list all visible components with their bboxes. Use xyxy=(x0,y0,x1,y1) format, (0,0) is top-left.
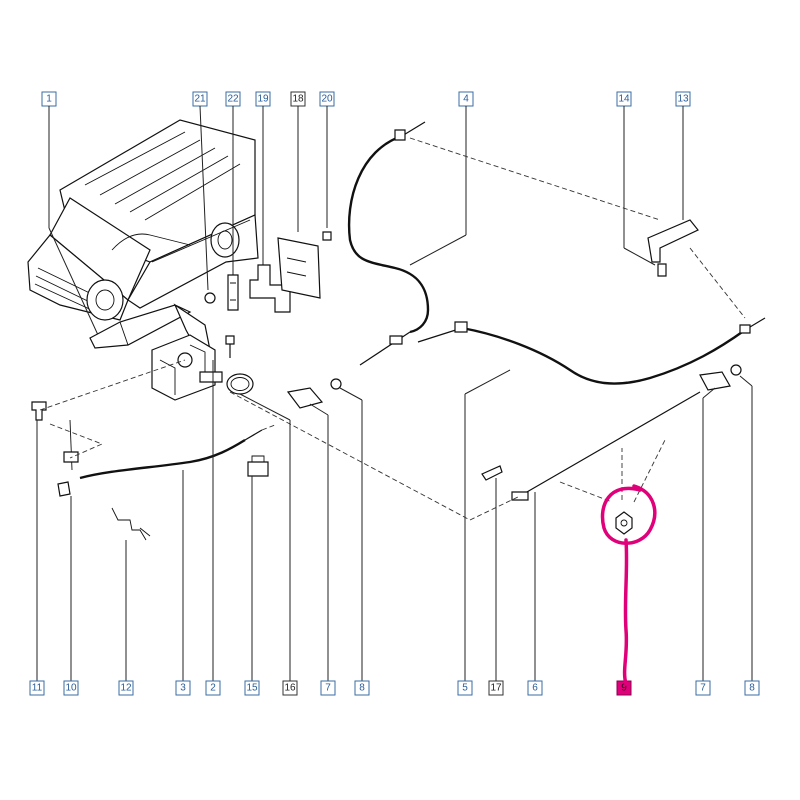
svg-text:15: 15 xyxy=(246,683,258,694)
rear-cable-5 xyxy=(417,317,766,385)
magenta-highlight-annotation xyxy=(600,484,657,686)
pin-17 xyxy=(481,465,503,481)
rear-cable-6 xyxy=(511,391,701,501)
svg-text:4: 4 xyxy=(463,94,469,105)
bracket-7b xyxy=(699,371,731,391)
svg-text:22: 22 xyxy=(227,94,239,105)
svg-text:8: 8 xyxy=(359,683,365,694)
svg-text:19: 19 xyxy=(257,94,269,105)
svg-text:6: 6 xyxy=(532,683,538,694)
svg-text:18: 18 xyxy=(292,94,304,105)
handbrake-lever-assembly xyxy=(89,303,223,401)
clip-15 xyxy=(247,461,269,477)
callout-13[interactable]: 13 xyxy=(675,91,691,107)
callout-6[interactable]: 6 xyxy=(527,680,543,696)
nut-21 xyxy=(204,292,216,304)
svg-text:7: 7 xyxy=(700,683,706,694)
van-illustration xyxy=(27,119,259,321)
svg-text:11: 11 xyxy=(32,683,43,694)
callout-1[interactable]: 1 xyxy=(41,91,57,107)
bracket-19 xyxy=(249,264,291,313)
svg-text:13: 13 xyxy=(677,94,689,105)
clip-10 xyxy=(57,481,71,497)
callout-14[interactable]: 14 xyxy=(616,91,632,107)
callout-8-left[interactable]: 8 xyxy=(354,680,370,696)
bottom-callout-group: 11 10 12 3 2 15 16 7 xyxy=(29,680,760,696)
top-callout-group: 1 21 22 19 18 20 xyxy=(41,91,691,336)
spacer-22 xyxy=(227,274,239,311)
callout-16[interactable]: 16 xyxy=(282,680,298,696)
callout-22[interactable]: 22 xyxy=(225,91,241,107)
callout-7-left[interactable]: 7 xyxy=(320,680,336,696)
svg-text:1: 1 xyxy=(46,94,52,105)
callout-5[interactable]: 5 xyxy=(457,680,473,696)
nut-8a xyxy=(330,378,342,390)
svg-text:12: 12 xyxy=(120,683,132,694)
callout-21[interactable]: 21 xyxy=(192,91,208,107)
highlight-leader xyxy=(622,538,629,686)
svg-text:3: 3 xyxy=(180,683,186,694)
callout-19[interactable]: 19 xyxy=(255,91,271,107)
bracket-7a xyxy=(286,387,324,409)
screw-lever xyxy=(225,335,235,345)
svg-text:21: 21 xyxy=(194,94,206,105)
svg-text:7: 7 xyxy=(325,683,331,694)
nut-8b xyxy=(730,364,742,376)
svg-text:5: 5 xyxy=(462,683,468,694)
callout-7-right[interactable]: 7 xyxy=(695,680,711,696)
svg-text:8: 8 xyxy=(749,683,755,694)
plate-18 xyxy=(277,237,321,299)
screw-20 xyxy=(322,231,332,241)
rear-cable-4 xyxy=(347,121,430,366)
svg-text:14: 14 xyxy=(618,94,630,105)
svg-text:2: 2 xyxy=(210,683,216,694)
bolt-11 xyxy=(31,401,47,421)
callout-20[interactable]: 20 xyxy=(319,91,335,107)
callout-15[interactable]: 15 xyxy=(244,680,260,696)
svg-text:17: 17 xyxy=(490,683,502,694)
callout-3[interactable]: 3 xyxy=(175,680,191,696)
highlight-circle xyxy=(600,484,657,545)
callout-12[interactable]: 12 xyxy=(118,680,134,696)
assembly-dashed-lines xyxy=(39,137,746,521)
callout-4[interactable]: 4 xyxy=(458,91,474,107)
front-cable-3 xyxy=(63,419,263,480)
spring-12 xyxy=(111,507,147,541)
svg-text:9: 9 xyxy=(621,683,627,694)
bracket-13 xyxy=(647,219,699,263)
svg-text:16: 16 xyxy=(284,683,296,694)
callout-11[interactable]: 11 xyxy=(29,680,45,696)
callout-2[interactable]: 2 xyxy=(205,680,221,696)
callout-10[interactable]: 10 xyxy=(63,680,79,696)
callout-18[interactable]: 18 xyxy=(290,91,306,107)
nut-9 xyxy=(615,511,633,535)
callout-17[interactable]: 17 xyxy=(488,680,504,696)
svg-text:10: 10 xyxy=(65,683,77,694)
callout-8-right[interactable]: 8 xyxy=(744,680,760,696)
screw-14 xyxy=(657,263,667,277)
bottom-leader-lines xyxy=(36,360,753,681)
svg-text:20: 20 xyxy=(321,94,333,105)
